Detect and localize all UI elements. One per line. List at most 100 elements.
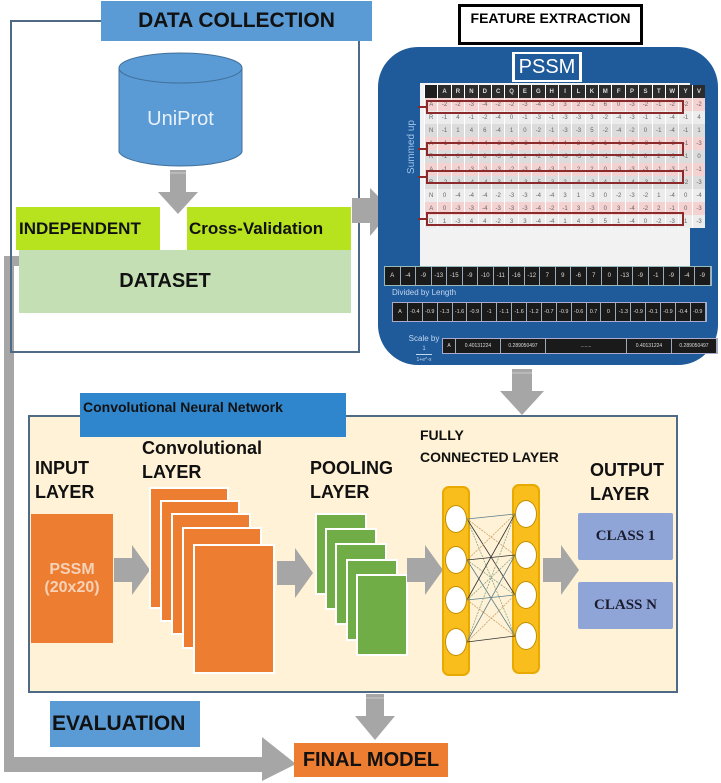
pssm-cell: 0 — [517, 124, 532, 137]
right-arrow-icon — [543, 545, 579, 595]
feature-extraction-title: FEATURE EXTRACTION — [458, 4, 643, 45]
pssm-header-cell: A — [437, 85, 452, 98]
pssm-cell: -3 — [517, 189, 532, 202]
fc-neuron — [445, 505, 467, 533]
pssm-cell: 0 — [437, 202, 452, 215]
conv-label-line1: Convolutional — [142, 438, 262, 458]
pssm-cell: -2 — [544, 202, 559, 215]
pssm-cell: -3 — [557, 124, 572, 137]
summed-row-cell: -13 — [431, 267, 447, 285]
highlight-tick — [418, 148, 426, 150]
pssm-cell: -3 — [517, 163, 532, 176]
pssm-cell: -1 — [437, 124, 452, 137]
pssm-cell: -3 — [464, 202, 479, 215]
pssm-cell: 0 — [598, 202, 612, 215]
input-box-line1: PSSM — [49, 560, 95, 578]
pssm-cell: -3 — [557, 111, 572, 124]
fc-edge — [466, 518, 516, 637]
conv-layer-label: Convolutional LAYER — [142, 436, 262, 484]
pssm-cell: -1 — [651, 111, 666, 124]
pssm-cell: -2 — [490, 189, 505, 202]
divided-row-cell: -1.6 — [452, 303, 468, 321]
scale-formula-numerator: 1 — [416, 344, 432, 355]
highlight-box — [426, 170, 684, 184]
pssm-cell: 0 — [504, 111, 519, 124]
cnn-title: Convolutional Neural Network — [80, 393, 346, 437]
dataset-box: DATASET — [19, 250, 351, 313]
data-collection-title: DATA COLLECTION — [101, 1, 372, 41]
pssm-cell: -4 — [691, 189, 706, 202]
pssm-cell: -4 — [464, 189, 479, 202]
pssm-cell: -2 — [531, 150, 546, 163]
summed-row-cell: -9 — [633, 267, 649, 285]
pssm-cell: -1 — [665, 202, 679, 215]
pssm-cell: -3 — [504, 202, 519, 215]
pssm-cell: 2 — [571, 163, 586, 176]
pssm-cell: 4 — [691, 111, 706, 124]
pssm-cell: -1 — [437, 163, 452, 176]
pssm-cell: 3 — [557, 189, 572, 202]
conv-label-line2: LAYER — [142, 462, 202, 482]
divided-row-cell: -0.4 — [407, 303, 423, 321]
pssm-cell: -3 — [611, 163, 626, 176]
pssm-cell: -3 — [490, 150, 505, 163]
pssm-cell: 0 — [638, 124, 653, 137]
database-cylinder-icon — [118, 52, 243, 167]
pssm-cell: -2 — [477, 111, 492, 124]
pssm-cell: -3 — [490, 202, 505, 215]
pssm-cell: 0 — [584, 150, 599, 163]
pssm-cell: 2 — [651, 202, 666, 215]
summed-row-cell: -4 — [400, 267, 416, 285]
divided-row-cell: -0.7 — [541, 303, 557, 321]
pssm-header-cell: Q — [504, 85, 519, 98]
pssm-header-cell: E — [517, 85, 532, 98]
pssm-cell: -1 — [437, 111, 452, 124]
fc-edge — [466, 594, 516, 643]
pssm-cell: -2 — [598, 111, 612, 124]
pssm-cell: -1 — [450, 163, 465, 176]
pssm-cell: -4 — [531, 163, 546, 176]
input-pssm-box: PSSM (20x20) — [31, 514, 113, 643]
pssm-cell: 1 — [651, 189, 666, 202]
summed-row-cell: -15 — [447, 267, 463, 285]
input-label-line2: LAYER — [35, 482, 95, 502]
divided-row-cell: -0.4 — [675, 303, 691, 321]
pssm-cell: -3 — [665, 150, 679, 163]
pssm-cell: -4 — [611, 150, 626, 163]
input-box-line2: (20x20) — [44, 578, 100, 596]
pool-label-line1: POOLING — [310, 458, 394, 478]
fc-edge — [466, 559, 516, 596]
divided-row-cell: -0.9 — [467, 303, 483, 321]
divided-row-cell: -1.3 — [437, 303, 453, 321]
summed-row-cell: -9 — [416, 267, 432, 285]
pssm-cell: 0 — [598, 189, 612, 202]
fc-edge — [466, 513, 516, 561]
scale-row-cell: 0.40131224 — [627, 339, 672, 353]
pssm-cell: -2 — [624, 124, 639, 137]
pssm-cell: -3 — [691, 137, 706, 150]
pssm-cell: 0 — [678, 202, 693, 215]
divided-row-cell: -0.9 — [422, 303, 438, 321]
pssm-cell: -4 — [490, 124, 505, 137]
divided-row-cell: 0.7 — [586, 303, 602, 321]
pssm-cell: -3 — [691, 176, 706, 189]
pssm-cell: -4 — [544, 189, 559, 202]
highlight-box — [426, 100, 684, 114]
pssm-cell: 2 — [584, 163, 599, 176]
pssm-cell: -3 — [691, 202, 706, 215]
scale-by-text: Scale by — [408, 334, 440, 343]
highlight-box — [426, 212, 684, 226]
pssm-cell: -2 — [611, 189, 626, 202]
pssm-cell: 3 — [584, 111, 599, 124]
pssm-cell: -4 — [665, 124, 679, 137]
cross-validation-split: Cross-Validation — [187, 207, 351, 250]
divided-row-cell: -0.1 — [646, 303, 662, 321]
